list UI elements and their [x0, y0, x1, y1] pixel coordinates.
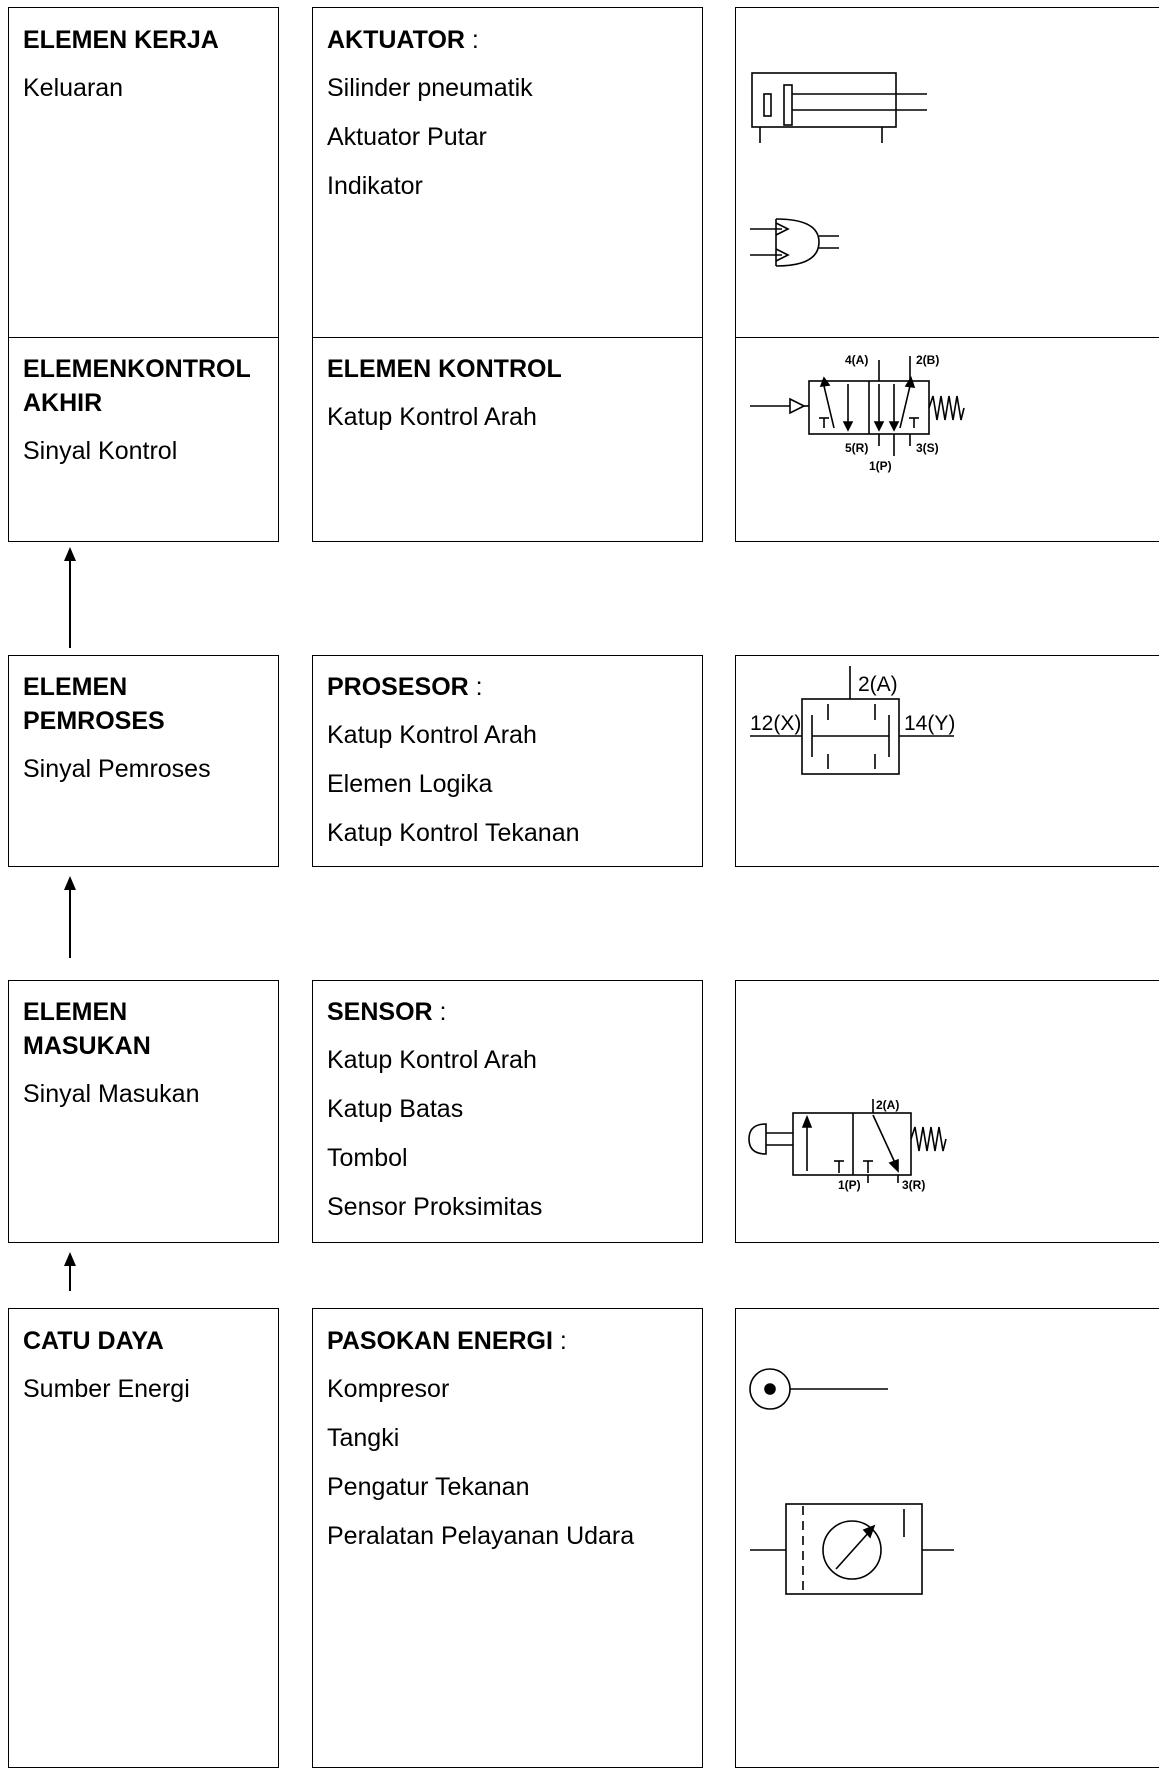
- category-item: Silinder pneumatik: [327, 74, 533, 102]
- level-box-elemen-pemroses: ELEMEN PEMROSES Sinyal Pemroses: [8, 655, 279, 867]
- level-subtitle: Sinyal Pemroses: [23, 755, 211, 783]
- category-item: Katup Kontrol Arah: [327, 721, 537, 749]
- level-box-elemen-kontrol-akhir: ELEMENKONTROL AKHIR Sinyal Kontrol: [8, 337, 279, 542]
- port-label-2: 2(B): [916, 353, 939, 367]
- up-arrow-icon: [64, 876, 76, 958]
- symbol-box-actuators: [735, 7, 1159, 338]
- port-label-1: 1(P): [838, 1178, 861, 1192]
- symbol-box-processor: 2(A) 12(X) 14(Y): [735, 655, 1159, 867]
- category-item: Peralatan Pelayanan Udara: [327, 1522, 635, 1550]
- pressure-regulator-icon: [750, 1503, 954, 1595]
- or-shuttle-valve-icon: 2(A) 12(X) 14(Y): [750, 666, 955, 775]
- level-box-catu-daya: CATU DAYA Sumber Energi: [8, 1308, 279, 1768]
- level-title-line1: ELEMEN: [23, 998, 128, 1026]
- category-item: Tangki: [327, 1424, 400, 1452]
- port-label-2: 2(A): [858, 673, 898, 696]
- category-item: Indikator: [327, 172, 423, 200]
- category-item: Katup Kontrol Arah: [327, 1046, 537, 1074]
- category-item: Aktuator Putar: [327, 123, 487, 151]
- category-box-sensor: SENSOR : Katup Kontrol Arah Katup Batas …: [312, 980, 703, 1243]
- level-subtitle: Sinyal Masukan: [23, 1080, 200, 1108]
- category-title: ELEMEN KONTROL: [327, 355, 562, 383]
- level-subtitle: Keluaran: [23, 74, 124, 102]
- category-item: Katup Kontrol Tekanan: [327, 819, 580, 847]
- level-subtitle: Sumber Energi: [23, 1375, 190, 1403]
- level-title-line2: PEMROSES: [23, 707, 165, 735]
- compressor-icon: [749, 1368, 888, 1410]
- symbol-box-sensor: 2(A) 1(P) 3(R): [735, 980, 1159, 1243]
- rotary-actuator-icon: [750, 218, 839, 267]
- category-suffix: :: [468, 673, 483, 701]
- category-title: SENSOR: [327, 998, 433, 1026]
- category-item: Sensor Proksimitas: [327, 1193, 543, 1221]
- up-arrow-icon: [64, 547, 76, 648]
- category-box-prosesor: PROSESOR : Katup Kontrol Arah Elemen Log…: [312, 655, 703, 867]
- level-title-line2: MASUKAN: [23, 1032, 151, 1060]
- port-label-3: 3(R): [902, 1178, 925, 1192]
- port-label-14: 14(Y): [904, 712, 955, 735]
- port-label-12: 12(X): [750, 712, 801, 735]
- category-title-line: SENSOR :: [327, 997, 447, 1027]
- 5-2-valve-icon: 4(A) 2(B) 5(R) 3(S) 1(P): [750, 353, 965, 473]
- category-suffix: :: [432, 998, 447, 1026]
- category-title-line: PROSESOR :: [327, 672, 483, 702]
- level-title: ELEMEN KERJA: [23, 26, 219, 54]
- level-title-line1: ELEMENKONTROL: [23, 355, 251, 383]
- up-arrow-icon: [64, 1252, 76, 1291]
- category-item: Elemen Logika: [327, 770, 493, 798]
- 3-2-pushbutton-valve-icon: 2(A) 1(P) 3(R): [748, 1098, 947, 1192]
- category-box-pasokan-energi: PASOKAN ENERGI : Kompresor Tangki Pengat…: [312, 1308, 703, 1768]
- energy-symbols: [749, 1368, 954, 1595]
- category-title-line: AKTUATOR :: [327, 25, 479, 55]
- symbol-box-energy: [735, 1308, 1159, 1768]
- valve-flow-paths: [819, 376, 919, 432]
- category-box-aktuator: AKTUATOR : Silinder pneumatik Aktuator P…: [312, 7, 703, 338]
- level-title: CATU DAYA: [23, 1327, 164, 1355]
- category-title-line: PASOKAN ENERGI :: [327, 1326, 567, 1356]
- category-suffix: :: [464, 26, 479, 54]
- category-title: AKTUATOR: [327, 26, 465, 54]
- actuator-symbols: [750, 72, 927, 267]
- level-title-line1: ELEMEN: [23, 673, 128, 701]
- port-label-1: 1(P): [869, 459, 892, 473]
- category-title: PROSESOR: [327, 673, 469, 701]
- level-box-elemen-masukan: ELEMEN MASUKAN Sinyal Masukan: [8, 980, 279, 1243]
- spring-icon: [910, 1126, 947, 1152]
- level-title-line2: AKHIR: [23, 389, 103, 417]
- port-label-3: 3(S): [916, 441, 939, 455]
- category-title: PASOKAN ENERGI: [327, 1327, 553, 1355]
- port-label-2: 2(A): [876, 1098, 899, 1112]
- port-label-4: 4(A): [845, 353, 868, 367]
- category-item: Katup Batas: [327, 1095, 464, 1123]
- pushbutton-icon: [748, 1123, 767, 1155]
- category-item: Kompresor: [327, 1375, 450, 1403]
- category-item: Katup Kontrol Arah: [327, 403, 537, 431]
- spring-icon: [928, 395, 965, 421]
- category-item: Tombol: [327, 1144, 408, 1172]
- double-acting-cylinder-icon: [751, 72, 927, 143]
- category-item: Pengatur Tekanan: [327, 1473, 530, 1501]
- port-label-5: 5(R): [845, 441, 868, 455]
- symbol-box-final-control: 4(A) 2(B) 5(R) 3(S) 1(P): [735, 337, 1159, 542]
- level-box-elemen-kerja: ELEMEN KERJA Keluaran: [8, 7, 279, 338]
- category-suffix: :: [552, 1327, 567, 1355]
- category-box-elemen-kontrol: ELEMEN KONTROL Katup Kontrol Arah: [312, 337, 703, 542]
- level-subtitle: Sinyal Kontrol: [23, 437, 178, 465]
